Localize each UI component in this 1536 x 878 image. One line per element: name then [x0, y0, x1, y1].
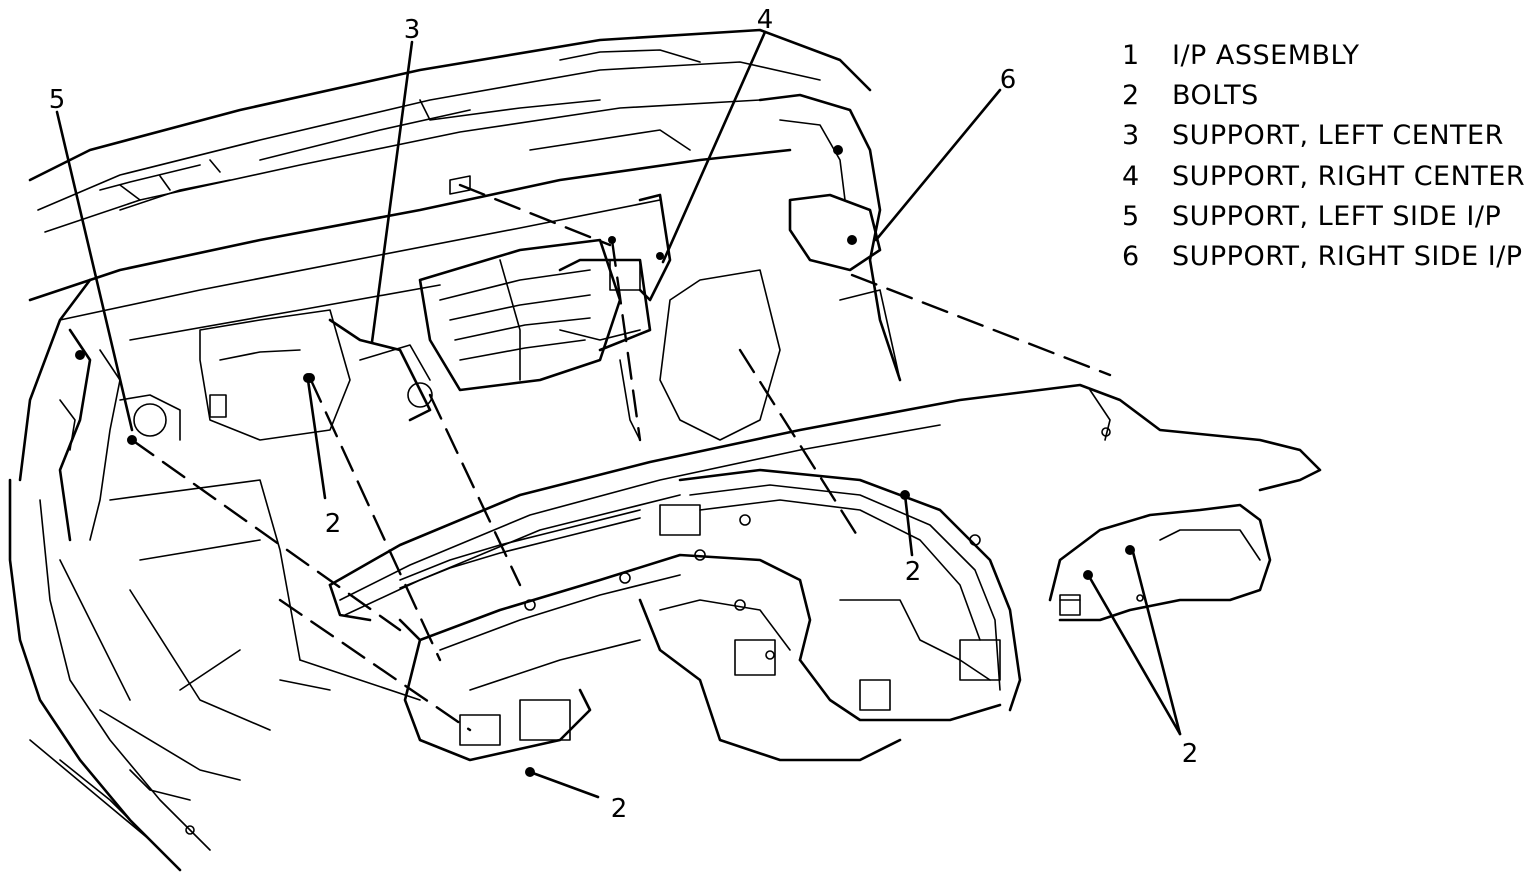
callout-2-center: 2: [905, 557, 922, 587]
leader-lines: [55, 30, 1182, 799]
callout-2-left-center: 2: [325, 509, 342, 539]
callout-6: 6: [1000, 65, 1017, 95]
callout-2-right: 2: [1182, 739, 1199, 769]
vehicle-body-structure: [8, 28, 902, 872]
callout-2-lower: 2: [611, 794, 628, 824]
callout-3: 3: [404, 15, 421, 45]
alignment-lines: [130, 183, 1112, 732]
callouts: 3 4 5 6 2 2 2 2: [49, 5, 1199, 824]
callout-5: 5: [49, 85, 66, 115]
callout-4: 4: [757, 5, 774, 35]
